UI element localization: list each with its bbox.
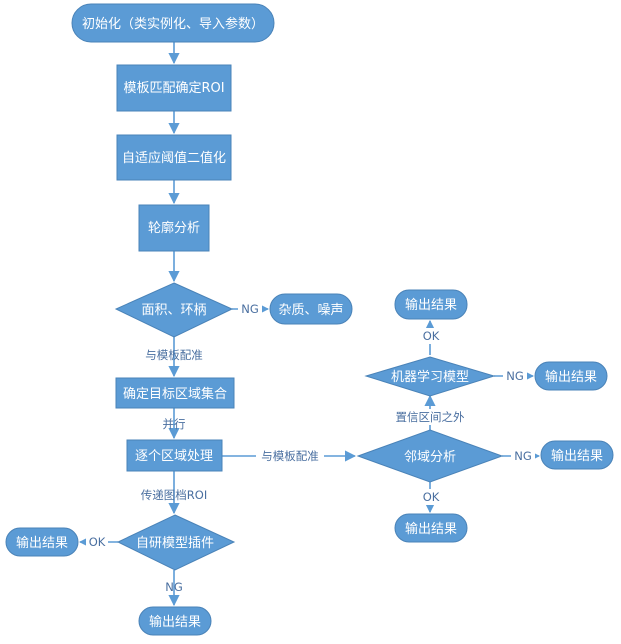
- node-output-neighbor-ok: 输出结果: [394, 513, 468, 543]
- edge-labels: NG 与模板配准 并行 传递图档ROI OK NG 与模板配准 NG OK 置信…: [86, 301, 535, 594]
- edge-label-neighbor-ng: NG: [514, 449, 532, 463]
- node-neighbor-label: 邻域分析: [404, 450, 456, 465]
- edge-label-match-template-2: 与模板配准: [261, 449, 319, 463]
- node-roi: 模板匹配确定ROI: [116, 64, 232, 112]
- node-process-each: 逐个区域处理: [126, 439, 223, 472]
- node-area-check: 面积、环柄: [114, 282, 234, 338]
- node-output-neighbor-ng: 输出结果: [540, 440, 614, 470]
- node-output-neighbor-ng-label: 输出结果: [551, 448, 603, 464]
- node-plugin: 自研模型插件: [116, 514, 236, 571]
- node-output-ml-ng-label: 输出结果: [545, 369, 597, 385]
- node-target-set: 确定目标区域集合: [115, 377, 235, 409]
- edge-label-parallel: 并行: [163, 417, 186, 431]
- node-contour-label: 轮廓分析: [148, 220, 200, 236]
- edge-label-neighbor-ok: OK: [423, 490, 440, 504]
- node-ml-model: 机器学习模型: [364, 356, 496, 397]
- node-plugin-label: 自研模型插件: [136, 536, 214, 551]
- node-contour: 轮廓分析: [138, 204, 210, 252]
- edge-label-pass-roi: 传递图档ROI: [141, 488, 207, 502]
- node-binarize: 自适应阈值二值化: [116, 134, 232, 181]
- node-output-neighbor-ok-label: 输出结果: [405, 521, 457, 537]
- edge-label-ml-ng: NG: [506, 369, 524, 383]
- node-roi-label: 模板匹配确定ROI: [123, 81, 224, 96]
- node-init-label: 初始化（类实例化、导入参数）: [82, 16, 264, 32]
- node-output-ml-ok: 输出结果: [394, 289, 468, 320]
- edge-label-area-ng: NG: [241, 302, 259, 316]
- node-output-plugin-ng: 输出结果: [138, 606, 212, 636]
- node-area-check-label: 面积、环柄: [141, 303, 206, 318]
- node-output-plugin-ok: 输出结果: [5, 527, 79, 557]
- node-ml-model-label: 机器学习模型: [391, 369, 469, 385]
- node-noise-label: 杂质、噪声: [278, 303, 343, 318]
- node-init: 初始化（类实例化、导入参数）: [71, 3, 275, 43]
- node-binarize-label: 自适应阈值二值化: [122, 150, 226, 166]
- edge-label-plugin-ng: NG: [165, 580, 183, 594]
- edge-label-ml-ok: OK: [423, 329, 440, 343]
- node-neighbor: 邻域分析: [356, 429, 504, 483]
- edge-label-outside-confidence: 置信区间之外: [396, 410, 465, 424]
- node-process-each-label: 逐个区域处理: [135, 449, 213, 464]
- edge-label-plugin-ok: OK: [89, 535, 106, 549]
- edge-label-match-template: 与模板配准: [145, 348, 203, 362]
- node-output-plugin-ok-label: 输出结果: [16, 535, 68, 551]
- node-target-set-label: 确定目标区域集合: [123, 386, 227, 402]
- node-output-ml-ok-label: 输出结果: [405, 297, 457, 313]
- node-output-ml-ng: 输出结果: [534, 361, 608, 391]
- node-noise: 杂质、噪声: [269, 293, 353, 325]
- node-output-plugin-ng-label: 输出结果: [149, 614, 201, 630]
